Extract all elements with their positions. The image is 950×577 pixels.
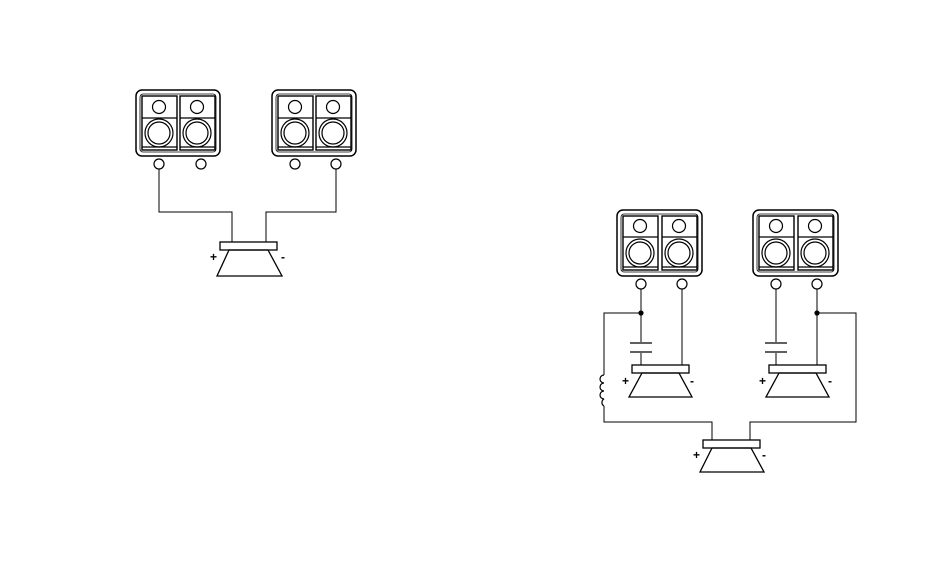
driver-module <box>623 216 658 270</box>
speaker-left-main: + - <box>210 242 285 276</box>
right-diagram: + - + - + - <box>600 210 856 472</box>
junction-dot <box>639 311 643 315</box>
speaker-right-diagram-bottom: + - <box>693 440 766 472</box>
left-diagram: + - <box>136 90 356 276</box>
plus-label: + <box>622 374 629 388</box>
output-terminal <box>636 279 646 289</box>
junction-dot <box>815 311 819 315</box>
capacitor-symbol <box>765 343 787 352</box>
output-terminal <box>677 279 687 289</box>
left-wires <box>159 169 336 242</box>
minus-label: - <box>762 448 766 462</box>
plus-label: + <box>210 250 217 264</box>
driver-module <box>142 96 177 150</box>
amplifier-unit-3 <box>617 210 702 289</box>
driver-module <box>662 216 697 270</box>
capacitor-symbol <box>630 343 652 352</box>
plus-label: + <box>759 374 766 388</box>
speaker-right-diagram-right: + - <box>759 365 832 397</box>
driver-module <box>316 96 351 150</box>
speaker-right-diagram-left: + - <box>622 365 694 397</box>
output-terminal <box>331 159 341 169</box>
minus-label: - <box>281 250 285 264</box>
minus-label: - <box>828 374 832 388</box>
driver-module <box>798 216 833 270</box>
amplifier-unit-1 <box>136 90 220 169</box>
driver-module <box>278 96 313 150</box>
output-terminal <box>771 279 781 289</box>
amplifier-unit-4 <box>753 210 838 289</box>
minus-label: - <box>690 374 694 388</box>
inductor-symbol <box>600 375 604 406</box>
output-terminal <box>812 279 822 289</box>
output-terminal <box>196 159 206 169</box>
plus-label: + <box>693 448 700 462</box>
driver-module <box>180 96 215 150</box>
amplifier-unit-2 <box>272 90 356 169</box>
driver-module <box>759 216 794 270</box>
output-terminal <box>154 159 164 169</box>
output-terminal <box>290 159 300 169</box>
